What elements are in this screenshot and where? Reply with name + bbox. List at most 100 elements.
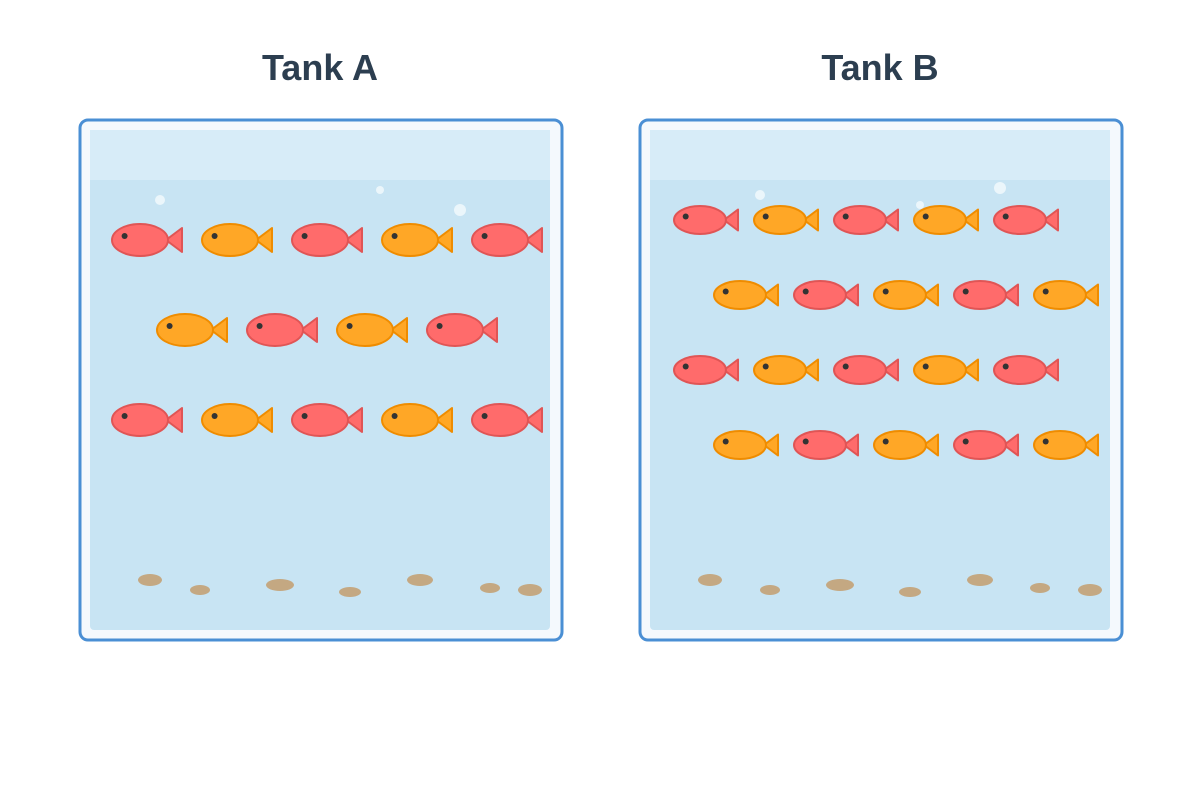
fish-body <box>913 355 967 385</box>
red-fish-icon <box>833 355 899 385</box>
fish-eye <box>301 233 308 239</box>
fish-eye <box>121 233 128 239</box>
fish-body <box>993 205 1047 235</box>
orange-fish-icon <box>156 313 228 347</box>
tank-a-title: Tank A <box>261 47 378 88</box>
fish-tail <box>723 358 739 382</box>
fish-eye <box>722 438 729 445</box>
fish-eye <box>882 438 889 445</box>
red-fish-icon <box>291 403 363 437</box>
fish-eye <box>481 233 488 239</box>
fish-eye <box>346 323 353 329</box>
fish-eye <box>762 363 769 370</box>
fish-tail <box>525 407 543 433</box>
red-fish-icon <box>291 223 363 257</box>
fish-body <box>381 223 439 257</box>
fish-eye <box>842 363 849 370</box>
fish-tail <box>1083 433 1099 457</box>
pebble-icon <box>518 584 542 596</box>
fish-body <box>201 223 259 257</box>
tank-a <box>78 118 564 642</box>
fish-body <box>753 355 807 385</box>
tank-b-title: Tank B <box>821 47 939 88</box>
red-fish-icon <box>471 223 543 257</box>
orange-fish-icon <box>381 403 453 437</box>
fish-tail <box>165 227 183 253</box>
orange-fish-icon <box>381 223 453 257</box>
orange-fish-icon <box>713 430 779 460</box>
fish-eye <box>391 233 398 239</box>
fish-body <box>201 403 259 437</box>
fish-eye <box>802 288 809 295</box>
orange-fish-icon <box>1033 280 1099 310</box>
fish-body <box>673 205 727 235</box>
bubble-icon <box>155 195 165 205</box>
pebble-icon <box>266 579 294 591</box>
red-fish-icon <box>953 280 1019 310</box>
fish-eye <box>922 213 929 220</box>
fish-tail <box>300 317 318 343</box>
fish-body <box>426 313 484 347</box>
fish-eye <box>211 413 218 419</box>
pebble-icon <box>480 583 500 593</box>
fish-eye <box>1002 213 1009 220</box>
fish-tail <box>255 407 273 433</box>
orange-fish-icon <box>873 430 939 460</box>
fish-eye <box>1002 363 1009 370</box>
fish-body <box>913 205 967 235</box>
fish-eye <box>922 363 929 370</box>
fish-eye <box>211 233 218 239</box>
bubble-icon <box>916 201 924 209</box>
fish-eye <box>1042 288 1049 295</box>
red-fish-icon <box>471 403 543 437</box>
fish-tail <box>923 283 939 307</box>
fish-tail <box>480 317 498 343</box>
fish-tail <box>843 433 859 457</box>
fish-eye <box>121 413 128 419</box>
fish-tail <box>923 433 939 457</box>
fish-eye <box>682 363 689 370</box>
fish-body <box>111 403 169 437</box>
fish-tail <box>345 407 363 433</box>
bubble-icon <box>454 204 466 216</box>
fish-body <box>953 430 1007 460</box>
fish-tail <box>210 317 228 343</box>
fish-eye <box>722 288 729 295</box>
fish-tail <box>435 227 453 253</box>
fish-eye <box>436 323 443 329</box>
fish-tail <box>1083 283 1099 307</box>
pebble-icon <box>138 574 162 586</box>
fish-body <box>111 223 169 257</box>
orange-fish-icon <box>873 280 939 310</box>
pebble-icon <box>1030 583 1050 593</box>
pebble-icon <box>967 574 993 586</box>
fish-eye <box>682 213 689 220</box>
fish-eye <box>301 413 308 419</box>
red-fish-icon <box>673 205 739 235</box>
red-fish-icon <box>793 280 859 310</box>
fish-body <box>1033 430 1087 460</box>
fish-tail <box>1003 433 1019 457</box>
orange-fish-icon <box>201 403 273 437</box>
red-fish-icon <box>246 313 318 347</box>
fish-tail <box>803 208 819 232</box>
fish-body <box>713 280 767 310</box>
orange-fish-icon <box>913 355 979 385</box>
water <box>90 130 550 630</box>
fish-body <box>833 355 887 385</box>
fish-tail <box>390 317 408 343</box>
red-fish-icon <box>833 205 899 235</box>
orange-fish-icon <box>713 280 779 310</box>
orange-fish-icon <box>753 205 819 235</box>
fish-eye <box>842 213 849 220</box>
fish-tail <box>1043 358 1059 382</box>
pebble-icon <box>698 574 722 586</box>
orange-fish-icon <box>336 313 408 347</box>
bubble-icon <box>994 182 1006 194</box>
pebble-icon <box>826 579 854 591</box>
pebble-icon <box>1078 584 1102 596</box>
red-fish-icon <box>111 403 183 437</box>
fish-tail <box>883 208 899 232</box>
fish-tail <box>435 407 453 433</box>
red-fish-icon <box>111 223 183 257</box>
